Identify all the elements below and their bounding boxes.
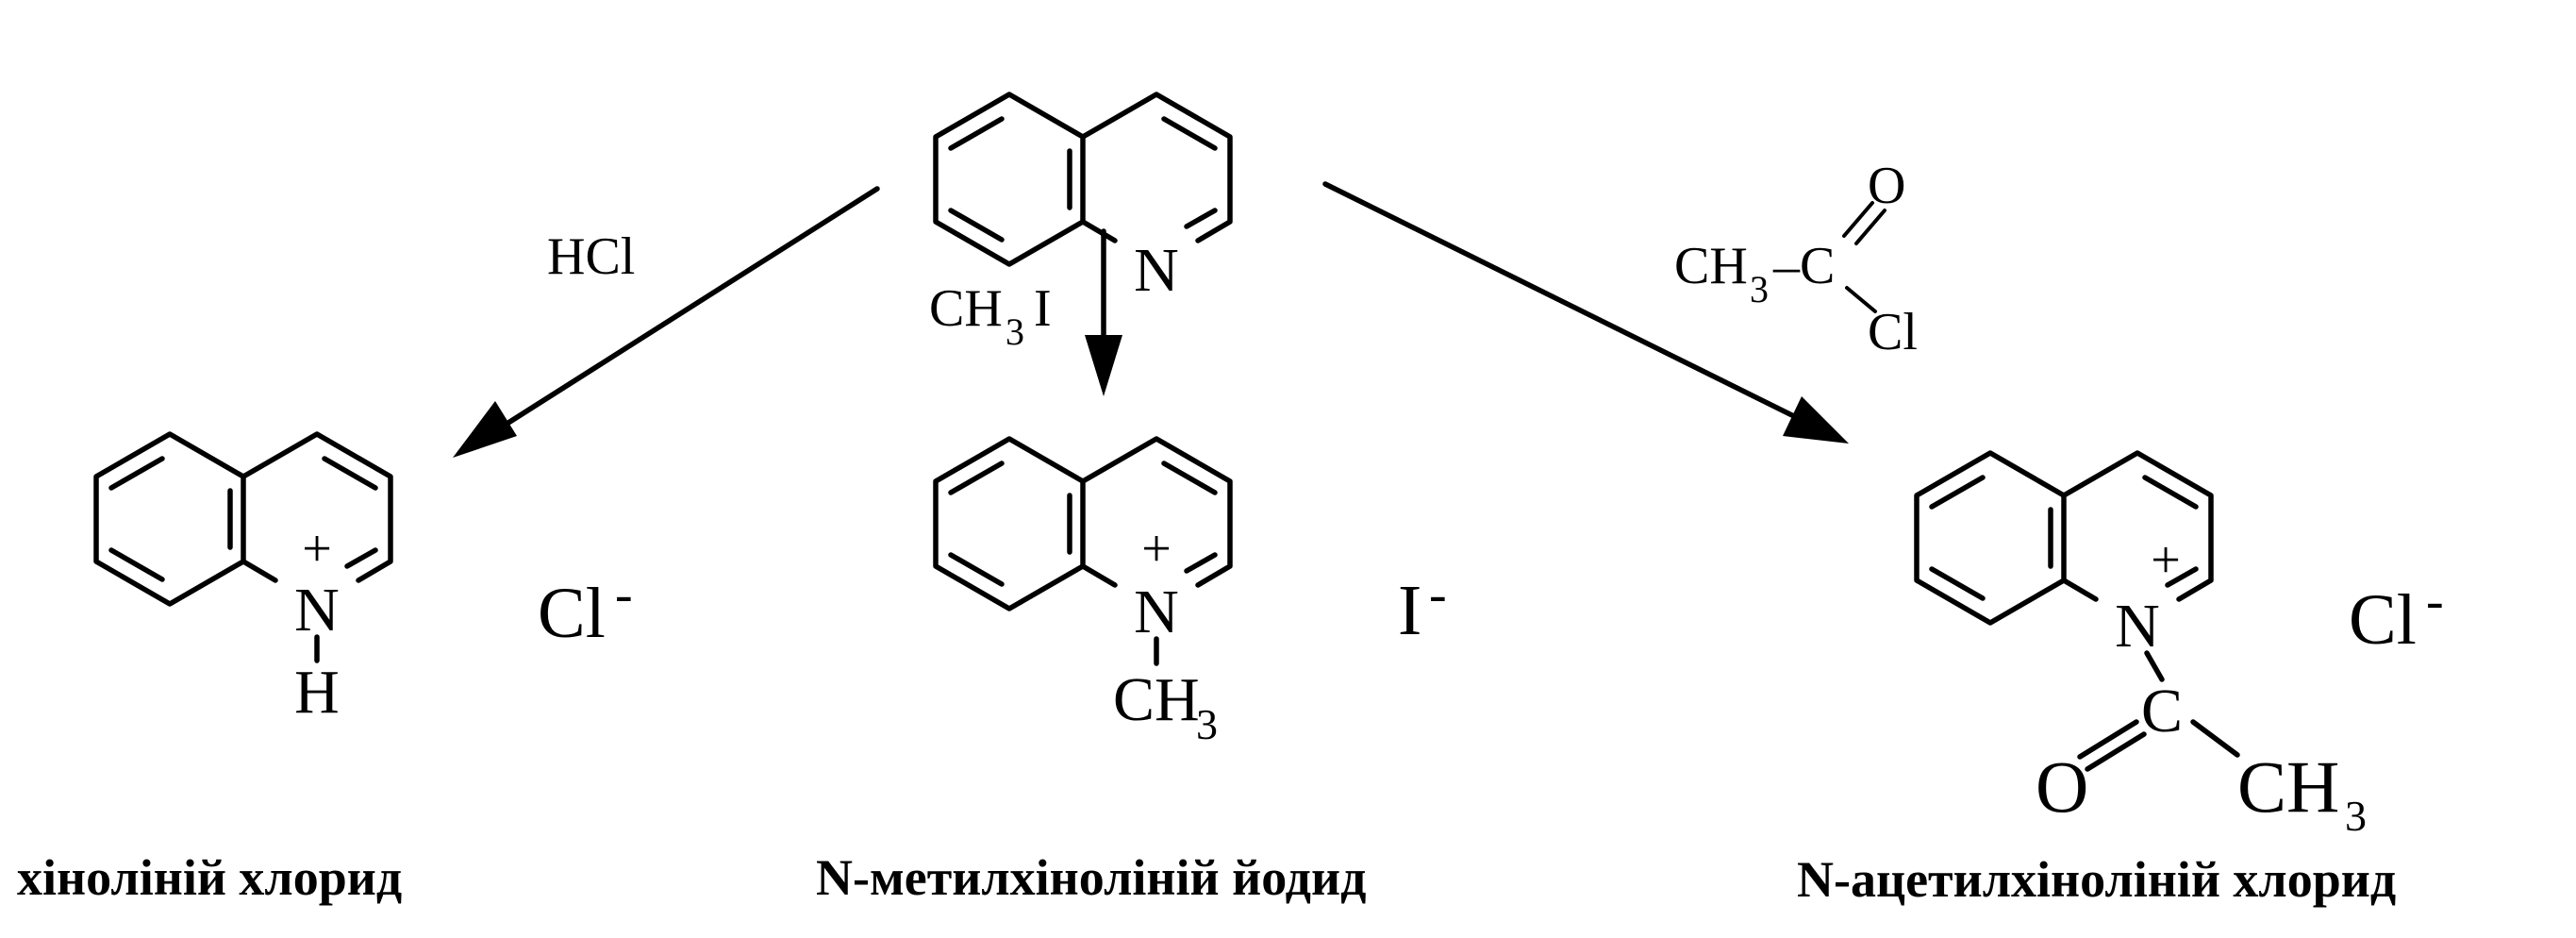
counter-ion-chloride-3: Cl - <box>2349 572 2444 660</box>
arrow-left <box>453 186 880 458</box>
product2-methyl-ch: CH <box>1113 665 1200 734</box>
svg-text:3: 3 <box>1005 310 1024 353</box>
product3-methyl-ch: CH <box>2237 745 2339 828</box>
reagent-hcl: HCl <box>547 227 635 286</box>
product1-h-atom: H <box>294 658 340 727</box>
product1-n-atom: N <box>294 576 340 645</box>
svg-text:+: + <box>2151 531 2181 590</box>
arrow-middle <box>1085 228 1122 396</box>
caption-n-acetylquinolinium-chloride: N-ацетилхінолінiй хлорид <box>1797 851 2396 908</box>
svg-text:CH: CH <box>929 279 1003 338</box>
svg-text:3: 3 <box>1750 268 1769 310</box>
reagent-methyl-iodide: CH 3 I <box>929 279 1052 353</box>
product2-n-atom: N <box>1134 578 1179 646</box>
product-n-methylquinolinium-iodide: + N CH 3 <box>933 436 1233 748</box>
product3-n-atom: N <box>2115 592 2160 661</box>
product-n-acetylquinolinium-chloride: + N C O CH 3 <box>1914 450 2367 840</box>
counter-ion-iodide: I - <box>1398 565 1447 650</box>
svg-text:I: I <box>1034 279 1052 338</box>
counter-ion-chloride-1: Cl - <box>538 565 633 653</box>
svg-text:-: - <box>2426 572 2444 630</box>
reactant-n-atom: N <box>1134 236 1179 305</box>
product3-carbonyl-c: C <box>2141 677 2183 745</box>
svg-text:-: - <box>615 565 633 624</box>
benzo-ring <box>933 92 1086 267</box>
product2-methyl-sub: 3 <box>1196 700 1218 748</box>
arrow-right <box>1322 181 1849 444</box>
product-quinolinium-chloride: + N H <box>93 431 393 727</box>
svg-text:O: O <box>1868 157 1905 215</box>
reagent-acetyl-chloride: CH 3 –C O Cl <box>1674 157 1918 361</box>
svg-text:Cl: Cl <box>2349 580 2417 660</box>
svg-text:CH: CH <box>1674 237 1748 295</box>
caption-quinolinium-chloride: хінолінiй хлорид <box>17 849 402 906</box>
svg-text:+: + <box>302 520 332 578</box>
caption-n-methylquinolinium-iodide: N-метилхінолінiй йодид <box>816 849 1366 906</box>
svg-text:Cl: Cl <box>538 574 606 653</box>
svg-text:-: - <box>1429 565 1447 624</box>
svg-text:–C: –C <box>1772 237 1835 295</box>
product3-methyl-sub: 3 <box>2345 792 2367 840</box>
quinoline-reactant: N <box>933 92 1233 305</box>
pyridine-ring <box>1080 92 1233 243</box>
svg-text:+: + <box>1141 520 1172 578</box>
svg-text:I: I <box>1398 571 1421 650</box>
product3-o-atom: O <box>2036 745 2088 828</box>
